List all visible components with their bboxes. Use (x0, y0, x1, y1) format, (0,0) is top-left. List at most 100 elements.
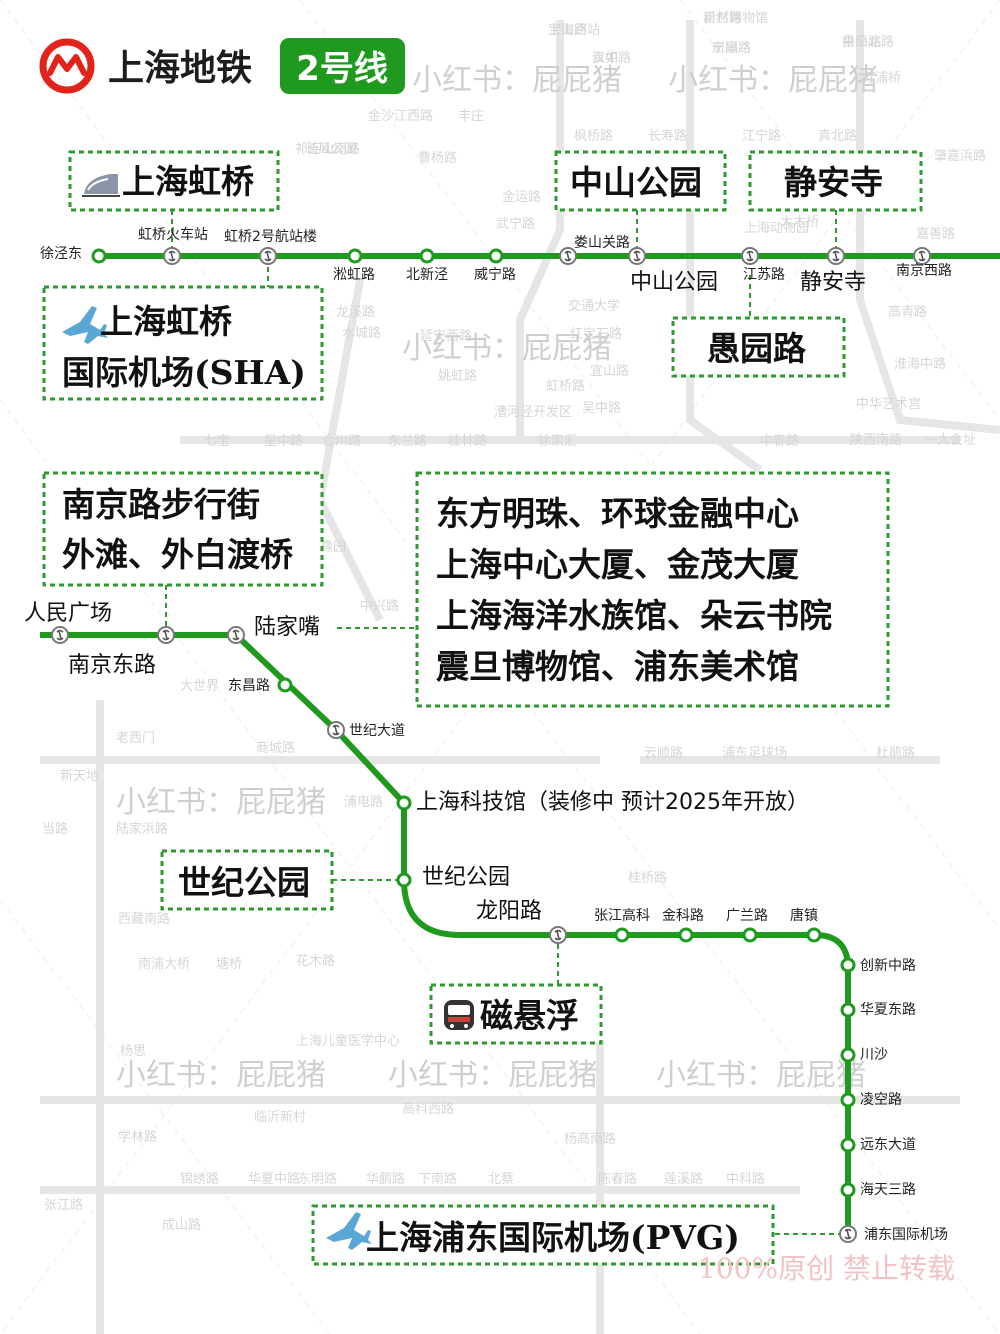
background-station-label: 漕河泾开发区 (494, 404, 572, 420)
interchange-station-icon[interactable] (259, 247, 277, 265)
airplane-icon (326, 1212, 372, 1250)
station-label-century-ave: 世纪大道 (349, 723, 405, 739)
station-marker-chuansha[interactable] (840, 1047, 856, 1063)
background-station-label: 莲溪路 (664, 1171, 703, 1187)
callout-lujiazui-line1: 东方明珠、环球金融中心 (436, 494, 799, 533)
brand-title: 上海地铁 (108, 48, 252, 89)
line-badge-label: 2号线 (296, 49, 388, 89)
background-station-label: 云顺路 (644, 745, 683, 761)
background-station-label: 浦东足球场 (722, 746, 787, 761)
interchange-station-icon[interactable] (559, 247, 577, 265)
background-station-label: 上海儿童医学中心 (296, 1033, 400, 1049)
background-station-label: 自然博物馆 (703, 10, 768, 26)
station-label-tangzhen: 唐镇 (790, 907, 818, 924)
station-marker-jinke[interactable] (678, 927, 694, 943)
background-station-label: 上海西站 (548, 23, 600, 38)
station-label-century-park: 世纪公园 (422, 865, 510, 890)
station-marker-weining[interactable] (488, 248, 504, 264)
watermark-text: 小红书：屁屁猪 (656, 1058, 866, 1093)
background-station-label: 成山路 (162, 1217, 201, 1233)
station-label-chuansha: 川沙 (860, 1047, 888, 1063)
background-station-label: 中科路 (726, 1171, 765, 1187)
station-marker-dongchang[interactable] (277, 677, 293, 693)
callout-hongqiao-station-text: 上海虹桥 (122, 162, 254, 201)
background-station-label: 商城路 (256, 740, 295, 756)
station-marker-guanglan[interactable] (742, 927, 758, 943)
callout-sha-line2: 国际机场(SHA) (62, 353, 306, 392)
interchange-station-icon[interactable] (227, 626, 245, 644)
callout-lujiazui-line2: 上海中心大厦、金茂大厦 (436, 545, 799, 584)
background-station-label: 张江路 (44, 1197, 83, 1213)
callout-century-park-text: 世纪公园 (178, 863, 310, 902)
background-station-label: 北蔡 (488, 1172, 514, 1187)
background-station-label: 西藏南路 (118, 911, 170, 927)
background-station-label: 新天地 (60, 768, 99, 784)
background-station-label: 岚皋路 (712, 40, 751, 56)
callout-maglev: 磁悬浮 (429, 983, 603, 1045)
interchange-station-icon[interactable] (913, 247, 931, 265)
station-marker-chuangxin[interactable] (840, 957, 856, 973)
interchange-station-icon[interactable] (327, 721, 345, 739)
station-marker-sci-tech-museum[interactable] (396, 795, 412, 811)
interchange-station-icon[interactable] (741, 247, 759, 265)
interchange-arrows (168, 250, 176, 262)
background-station-label: 金沙江西路 (368, 108, 433, 124)
interchange-arrows (564, 250, 572, 262)
interchange-arrows (232, 629, 240, 641)
background-station-label: 祁连山南路 (295, 141, 360, 157)
station-marker-zhangjiang[interactable] (614, 927, 630, 943)
station-label-haitian3: 海天三路 (860, 1182, 916, 1198)
background-station-label: 上海动物园 (744, 221, 809, 236)
interchange-station-icon[interactable] (827, 247, 845, 265)
background-station-label: 星中路 (264, 433, 303, 449)
background-station-label: 长风公园 (305, 142, 357, 157)
interchange-station-icon[interactable] (163, 247, 181, 265)
interchange-arrows (264, 250, 272, 262)
station-marker-songhong[interactable] (347, 248, 363, 264)
station-label-xujingdong: 徐泾东 (40, 246, 82, 262)
callout-hongqiao-station: 上海虹桥 (68, 150, 280, 212)
station-marker-century-park[interactable] (396, 872, 412, 888)
station-marker-yuandong[interactable] (840, 1137, 856, 1153)
station-marker-haitian3[interactable] (840, 1182, 856, 1198)
interchange-station-icon[interactable] (628, 247, 646, 265)
interchange-station-icon[interactable] (839, 1225, 857, 1243)
interchange-station-icon[interactable] (157, 626, 175, 644)
background-station-label: 姚虹路 (438, 368, 477, 384)
station-label-beixinjing: 北新泾 (406, 267, 448, 283)
interchange-station-icon[interactable] (549, 926, 567, 944)
background-station-label: 龙溪路 (336, 304, 375, 320)
station-label-sci-tech-museum: 上海科技馆（装修中 预计2025年开放） (416, 790, 809, 815)
background-station-label: 高青路 (888, 304, 927, 320)
background-station-label: 交通大学 (568, 298, 620, 314)
background-station-label: 七宝 (204, 434, 230, 449)
background-station-label: 东兰路 (388, 433, 427, 449)
station-label-longyang: 龙阳路 (476, 899, 542, 924)
station-label-jingan: 静安寺 (800, 270, 866, 295)
callout-pvg-airport: 上海浦东国际机场(PVG) (311, 1204, 775, 1266)
background-station-label: 宁国路 (712, 40, 751, 56)
background-station-label: 淮海中路 (894, 356, 946, 372)
station-label-lingkong: 凌空路 (860, 1092, 902, 1108)
background-station-label: 杨高南路 (564, 1131, 616, 1147)
station-marker-xujingdong[interactable] (91, 248, 107, 264)
background-station-label: 陆家浜路 (116, 821, 168, 837)
station-label-jinke: 金科路 (662, 908, 704, 924)
station-marker-lingkong[interactable] (840, 1092, 856, 1108)
background-station-label: 延安西路 (420, 328, 472, 344)
station-label-lujiazui: 陆家嘴 (254, 615, 320, 640)
callout-sha-line1: 上海虹桥 (100, 302, 232, 341)
station-marker-tangzhen[interactable] (806, 927, 822, 943)
callout-sha-airport: 上海虹桥 国际机场(SHA) (42, 285, 324, 401)
callout-jingan-temple: 静安寺 (748, 150, 923, 212)
station-label-guanglan: 广兰路 (726, 908, 768, 924)
interchange-arrows (918, 250, 926, 262)
background-station-label: 长寿路 (648, 128, 687, 144)
station-marker-beixinjing[interactable] (419, 248, 435, 264)
background-station-label: 金运路 (502, 189, 541, 205)
station-marker-huaxia[interactable] (840, 1002, 856, 1018)
interchange-station-icon[interactable] (51, 626, 69, 644)
watermark-text: 小红书：屁屁猪 (412, 63, 622, 98)
background-station-label: 徐家汇 (538, 433, 577, 449)
station-label-nanjing-e: 南京东路 (68, 653, 156, 678)
